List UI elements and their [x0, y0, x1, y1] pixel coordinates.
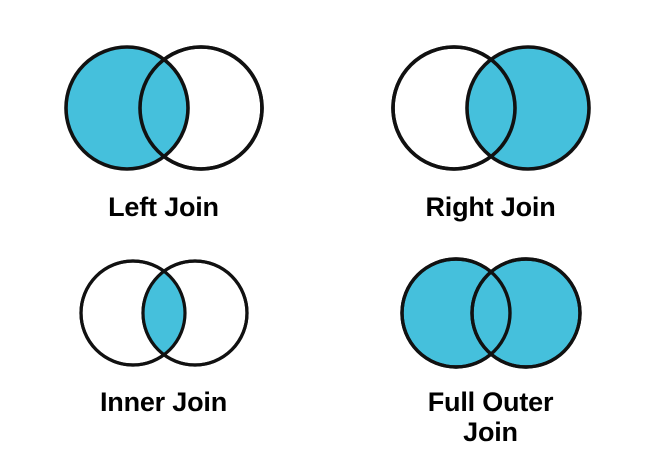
left-circle-outline-right-join: [390, 45, 517, 171]
left-circle-outline-full-outer-join: [399, 256, 512, 369]
venn-label-right-join: Right Join: [425, 191, 556, 222]
right-circle-outline-inner-join: [140, 258, 249, 367]
venn-label-full-outer-join: Full Outer Join: [427, 387, 554, 448]
venn-right-join: [390, 0, 591, 186]
diagram-cell-right-join: Right Join: [327, 0, 654, 222]
venn-svg-inner-join: [78, 258, 249, 367]
venn-full-outer-join: [398, 222, 584, 381]
left-circle-outline-inner-join: [78, 258, 187, 367]
right-circle-right-join: [464, 45, 591, 171]
diagram-cell-inner-join: Inner Join: [0, 222, 327, 474]
venn-svg-right-join: [390, 45, 591, 171]
venn-svg-left-join: [63, 45, 264, 171]
venn-label-left-join: Left Join: [108, 191, 219, 222]
diagram-cell-full-outer-join: Full Outer Join: [327, 222, 654, 474]
venn-left-join: [63, 0, 264, 186]
right-circle-outline-left-join: [137, 45, 264, 171]
venn-label-inner-join: Inner Join: [99, 387, 227, 417]
intersection-lens-inner-join: [142, 260, 185, 365]
right-circle-outline-full-outer-join: [469, 256, 582, 369]
diagram-cell-left-join: Left Join: [0, 0, 327, 222]
venn-svg-full-outer-join: [399, 256, 582, 369]
venn-inner-join: [77, 222, 251, 381]
left-circle-left-join: [63, 45, 190, 171]
